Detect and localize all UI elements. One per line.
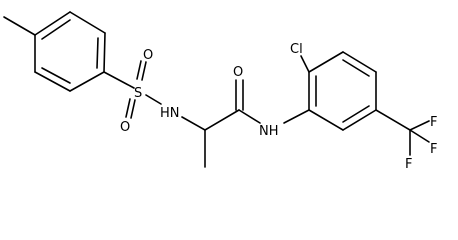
sulfonyl-group: S O O HN (103, 48, 180, 135)
ring-double-bond (41, 19, 71, 40)
carbonyl-to-n-bond (238, 109, 261, 124)
ring-bond (69, 11, 106, 34)
ring-to-cf3-bond (375, 109, 411, 131)
ring-bond (308, 51, 344, 73)
chlorophenyl-ring: Cl (283, 42, 377, 131)
n-to-ring-bond (283, 109, 310, 124)
fluorine-atom-label: F (430, 142, 437, 157)
s-o-double-bond-bottom (125, 98, 131, 118)
ring-bond (34, 11, 71, 36)
methyl-bond (3, 16, 36, 36)
n-to-alpha-carbon-bond (181, 116, 206, 131)
fluorine-atom-label: F (405, 157, 412, 172)
sulfur-atom-label: S (134, 86, 142, 101)
c-f-bond (409, 129, 430, 143)
fluorine-atom-label: F (430, 115, 437, 130)
s-o-double-bond-bottom (130, 99, 136, 119)
s-n-bond (145, 94, 162, 105)
chemical-structure: S O O HN O NH Cl F F (3, 11, 437, 172)
ring-to-sulfur-bond (103, 71, 135, 89)
ring-bond (103, 32, 106, 73)
amide-nh-label: NH (259, 124, 279, 139)
s-o-double-bond-top (136, 60, 142, 80)
ring-bond (34, 71, 71, 92)
ring-double-bond (41, 67, 71, 84)
c-f-bond (409, 120, 430, 131)
carbonyl-oxygen-label: O (233, 65, 243, 80)
chlorine-atom-label: Cl (290, 42, 303, 57)
c-cl-bond (300, 55, 310, 73)
ring-bond (69, 71, 105, 92)
oxygen-atom-label: O (120, 120, 130, 135)
sulfonamide-nh-label: HN (160, 106, 180, 121)
oxygen-atom-label: O (143, 48, 153, 63)
ring-double-bond (342, 59, 370, 77)
ring-bond (342, 109, 377, 131)
trifluoromethyl-group: F F F (375, 109, 437, 172)
ring-bond (342, 51, 377, 73)
ring-double-bond (342, 105, 370, 123)
propanamide-backbone: O NH (181, 65, 279, 168)
s-o-double-bond-top (141, 61, 147, 81)
ring-double-bond (96, 37, 99, 69)
ring-bond (308, 109, 344, 131)
alpha-to-carbonyl-bond (204, 109, 240, 131)
toluene-ring (3, 11, 106, 92)
